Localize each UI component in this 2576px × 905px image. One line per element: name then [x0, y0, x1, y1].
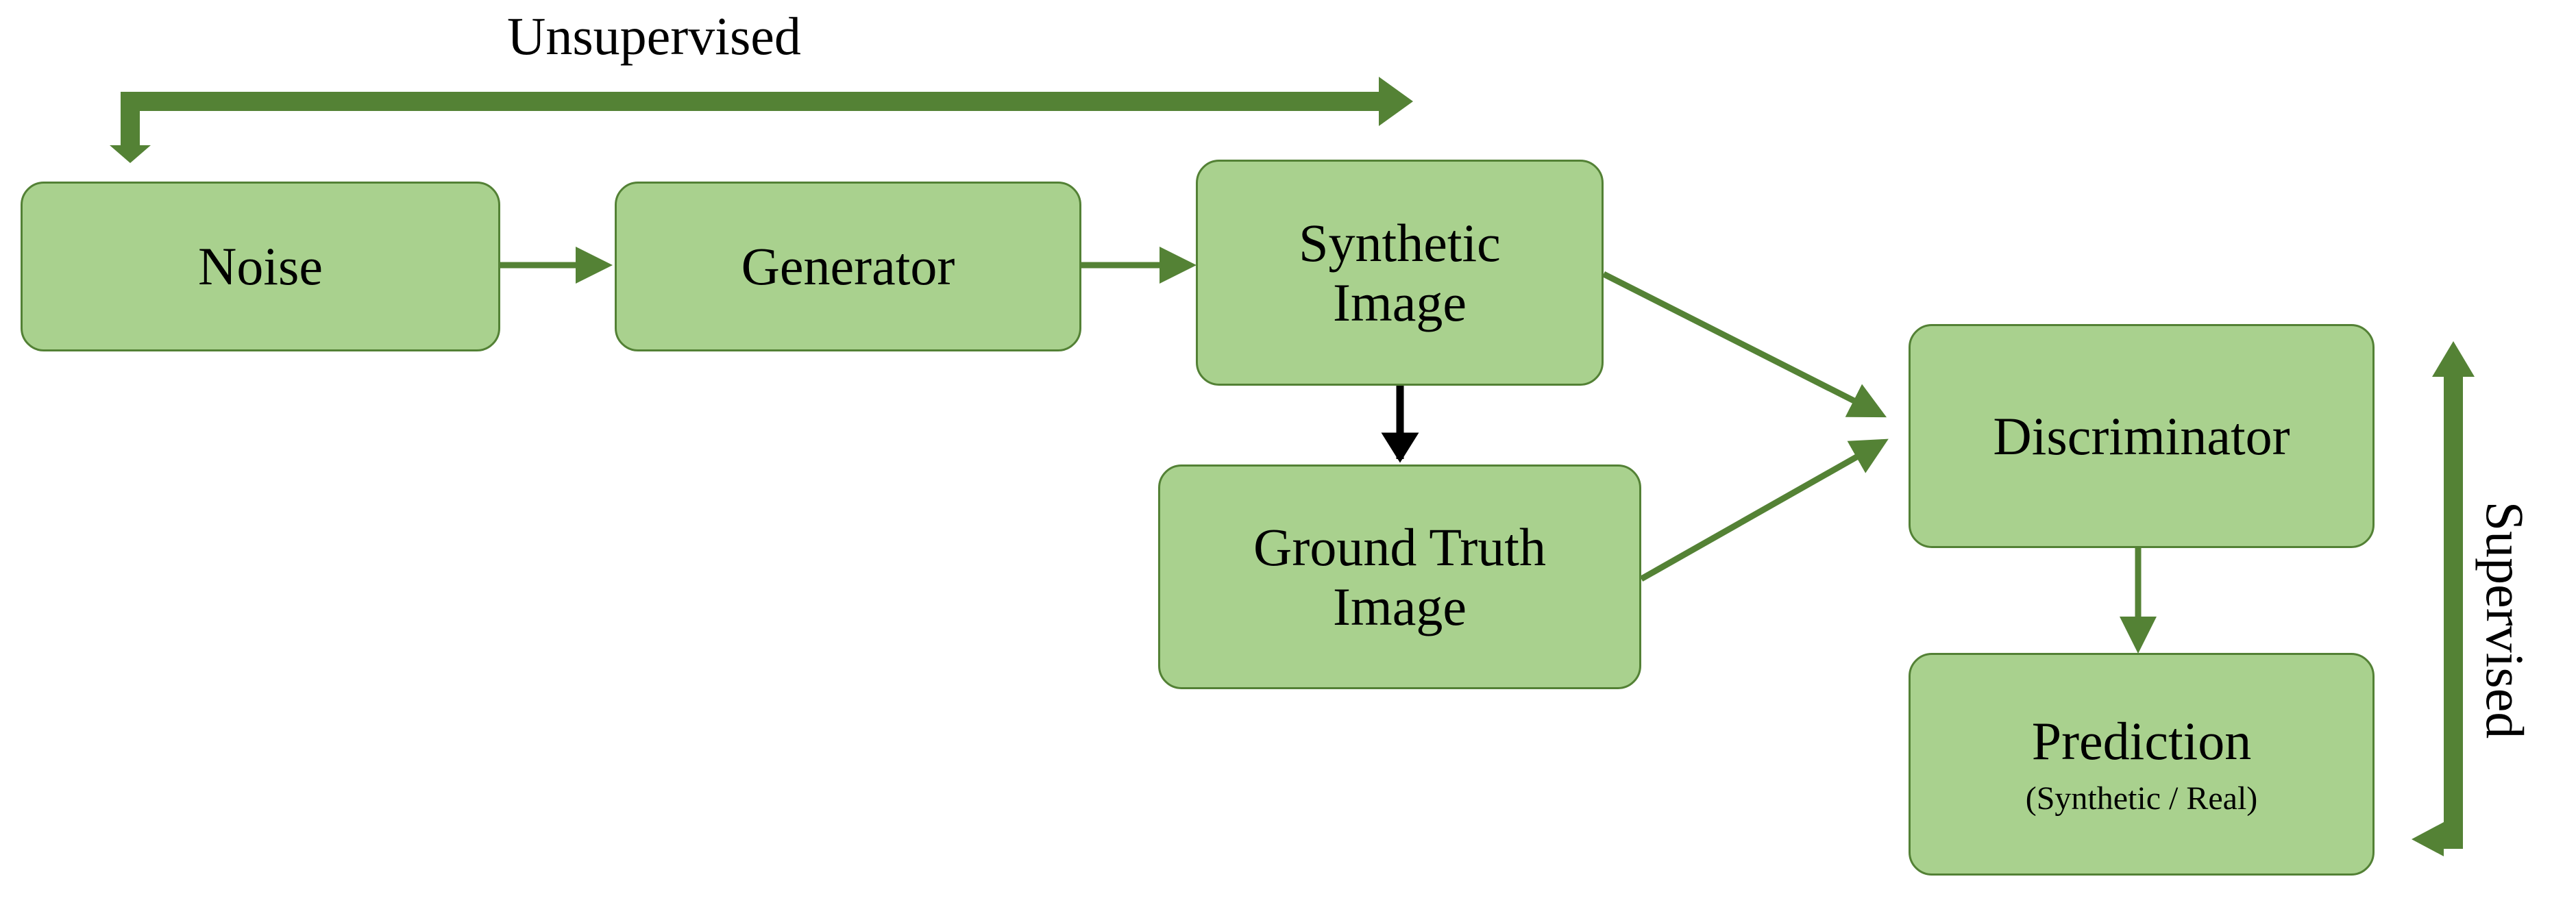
prediction-sub-label: (Synthetic / Real)	[2025, 780, 2258, 817]
prediction-node: Prediction (Synthetic / Real)	[1909, 653, 2375, 876]
arrow-synthetic-to-discriminator	[1602, 271, 1887, 418]
discriminator-node: Discriminator	[1909, 324, 2375, 548]
unsupervised-label: Unsupervised	[507, 6, 801, 66]
generator-label: Generator	[741, 236, 955, 297]
ground-truth-image-node: Ground Truth Image	[1158, 464, 1641, 689]
prediction-label: Prediction	[2031, 710, 2252, 771]
noise-label: Noise	[198, 236, 323, 297]
synthetic-image-label: Synthetic Image	[1299, 212, 1501, 332]
supervised-label: Supervised	[2475, 501, 2535, 739]
unsupervised-arrow	[110, 77, 1413, 163]
arrow-ground-truth-to-discriminator	[1639, 438, 1889, 582]
generator-node: Generator	[615, 182, 1081, 351]
noise-node: Noise	[21, 182, 500, 351]
supervised-arrow	[2412, 341, 2475, 856]
synthetic-image-node: Synthetic Image	[1196, 160, 1604, 386]
ground-truth-image-label: Ground Truth Image	[1253, 517, 1546, 636]
discriminator-label: Discriminator	[1993, 406, 2290, 466]
